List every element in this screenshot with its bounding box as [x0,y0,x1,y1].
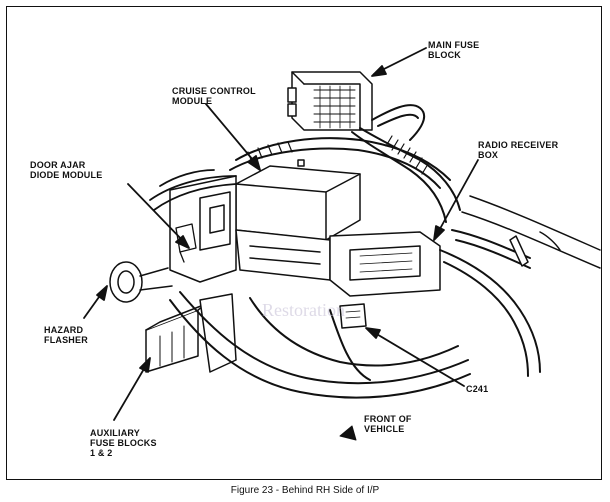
figure-caption: Figure 23 - Behind RH Side of I/P [230,485,380,496]
front-of-vehicle-arrow [339,425,357,441]
left-harness [149,169,237,211]
main-fuse-block-shape [287,71,373,131]
lower-harness [169,229,541,399]
label-cruise-control-module: CRUISE CONTROL MODULE [172,86,256,106]
leader-arrows [83,47,479,421]
label-radio-receiver-box: RADIO RECEIVER BOX [478,140,559,160]
hazard-flasher-shape [109,261,173,303]
mounting-bracket [169,175,331,283]
right-tube [461,195,601,269]
label-door-ajar-diode-module: DOOR AJAR DIODE MODULE [30,160,103,180]
label-hazard-flasher: HAZARD FLASHER [44,325,88,345]
label-c241: C241 [466,384,489,394]
label-auxiliary-fuse-blocks: AUXILIARY FUSE BLOCKS 1 & 2 [90,428,157,458]
figure-frame [6,6,602,480]
label-main-fuse-block: MAIN FUSE BLOCK [428,40,480,60]
radio-receiver-shape [329,231,441,329]
cruise-module-shape [235,159,361,241]
upper-harness [229,104,461,223]
aux-fuse-blocks-shape [145,293,237,373]
watermark: Restoration [262,300,345,320]
label-front-of-vehicle: FRONT OF VEHICLE [364,414,412,434]
